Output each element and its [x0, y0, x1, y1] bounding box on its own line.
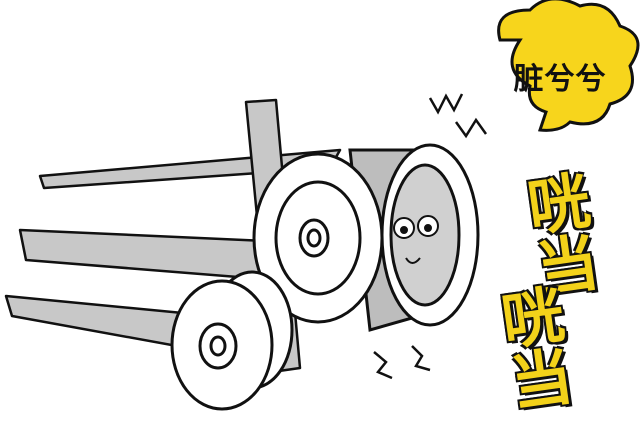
sound-effect-2: 咣当 [486, 281, 577, 415]
speech-bubble-text: 脏兮兮 [513, 62, 607, 97]
small-roller [170, 270, 294, 411]
sound-effect-1: 咣当 [512, 167, 603, 301]
shake-marks [373, 93, 488, 380]
dirty-face [393, 215, 439, 264]
speech-bubble [497, 0, 640, 132]
